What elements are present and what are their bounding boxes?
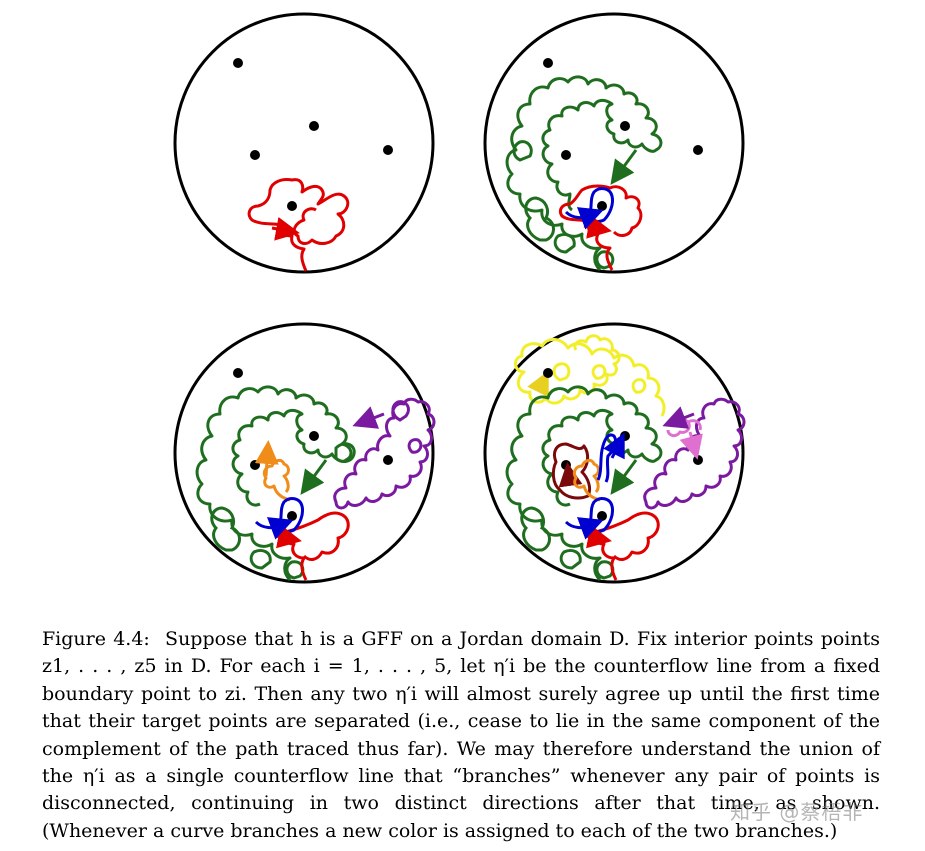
blue-arrow <box>266 517 294 540</box>
domain-boundary <box>483 12 745 274</box>
purple-arrow <box>352 406 385 429</box>
interior-point <box>693 455 703 465</box>
figure <box>173 12 746 584</box>
red-curve <box>592 511 660 581</box>
interior-point <box>233 58 243 68</box>
yellow-loops <box>552 362 647 394</box>
interior-point <box>383 455 393 465</box>
interior-point <box>693 145 703 155</box>
green-arrow <box>300 459 328 495</box>
interior-point <box>309 121 319 131</box>
blue-arrow <box>576 517 604 540</box>
green-curve <box>505 385 663 582</box>
panel-top-right <box>483 12 745 274</box>
interior-point <box>287 511 297 521</box>
green-curve <box>195 385 353 582</box>
green-curve <box>505 75 663 272</box>
red-arrow <box>583 214 612 239</box>
interior-point <box>597 201 607 211</box>
domain-boundary <box>173 12 435 274</box>
purple-curve <box>333 397 436 510</box>
interior-point <box>543 58 553 68</box>
orange-arrow <box>254 440 279 477</box>
red-arrow <box>275 524 302 549</box>
panel-bottom-left <box>173 322 436 584</box>
interior-point <box>543 368 553 378</box>
green-curve-blobs <box>210 442 356 580</box>
interior-point <box>620 121 630 131</box>
green-curve-blobs <box>512 140 615 270</box>
red-curve <box>247 178 350 272</box>
figure-label: Figure 4.4: <box>42 628 150 650</box>
domain-boundary <box>483 322 745 584</box>
panel-bottom-right <box>483 322 746 584</box>
red-arrow <box>271 216 300 241</box>
orange-curve <box>262 458 291 502</box>
purple-curve <box>643 397 746 510</box>
interior-point <box>561 150 571 160</box>
interior-point <box>233 368 243 378</box>
navy-arrow <box>603 432 625 460</box>
red-arrow <box>585 524 612 549</box>
purple-curve-loops <box>391 400 423 454</box>
interior-point <box>250 460 260 470</box>
interior-point <box>309 431 319 441</box>
figure-caption: Figure 4.4: Suppose that h is a GFF on a… <box>42 626 880 845</box>
watermark: 知乎 @蔡梧非 <box>730 800 864 824</box>
interior-point <box>383 145 393 155</box>
green-arrow <box>610 459 638 495</box>
interior-point <box>250 150 260 160</box>
darkred-arrow <box>558 462 583 488</box>
interior-point <box>597 511 607 521</box>
yellow-arrow <box>527 370 549 398</box>
orange-curve <box>572 458 601 502</box>
interior-point <box>287 201 297 211</box>
red-curve <box>282 511 350 581</box>
green-arrow <box>610 149 638 185</box>
pink-arrow <box>679 431 703 460</box>
purple-arrow <box>662 406 695 429</box>
domain-boundary <box>173 322 435 584</box>
blue-arrow <box>576 207 604 230</box>
caption-text: Suppose that h is a GFF on a Jordan doma… <box>42 628 880 842</box>
figure-svg <box>173 12 746 584</box>
panel-top-left <box>173 12 435 274</box>
